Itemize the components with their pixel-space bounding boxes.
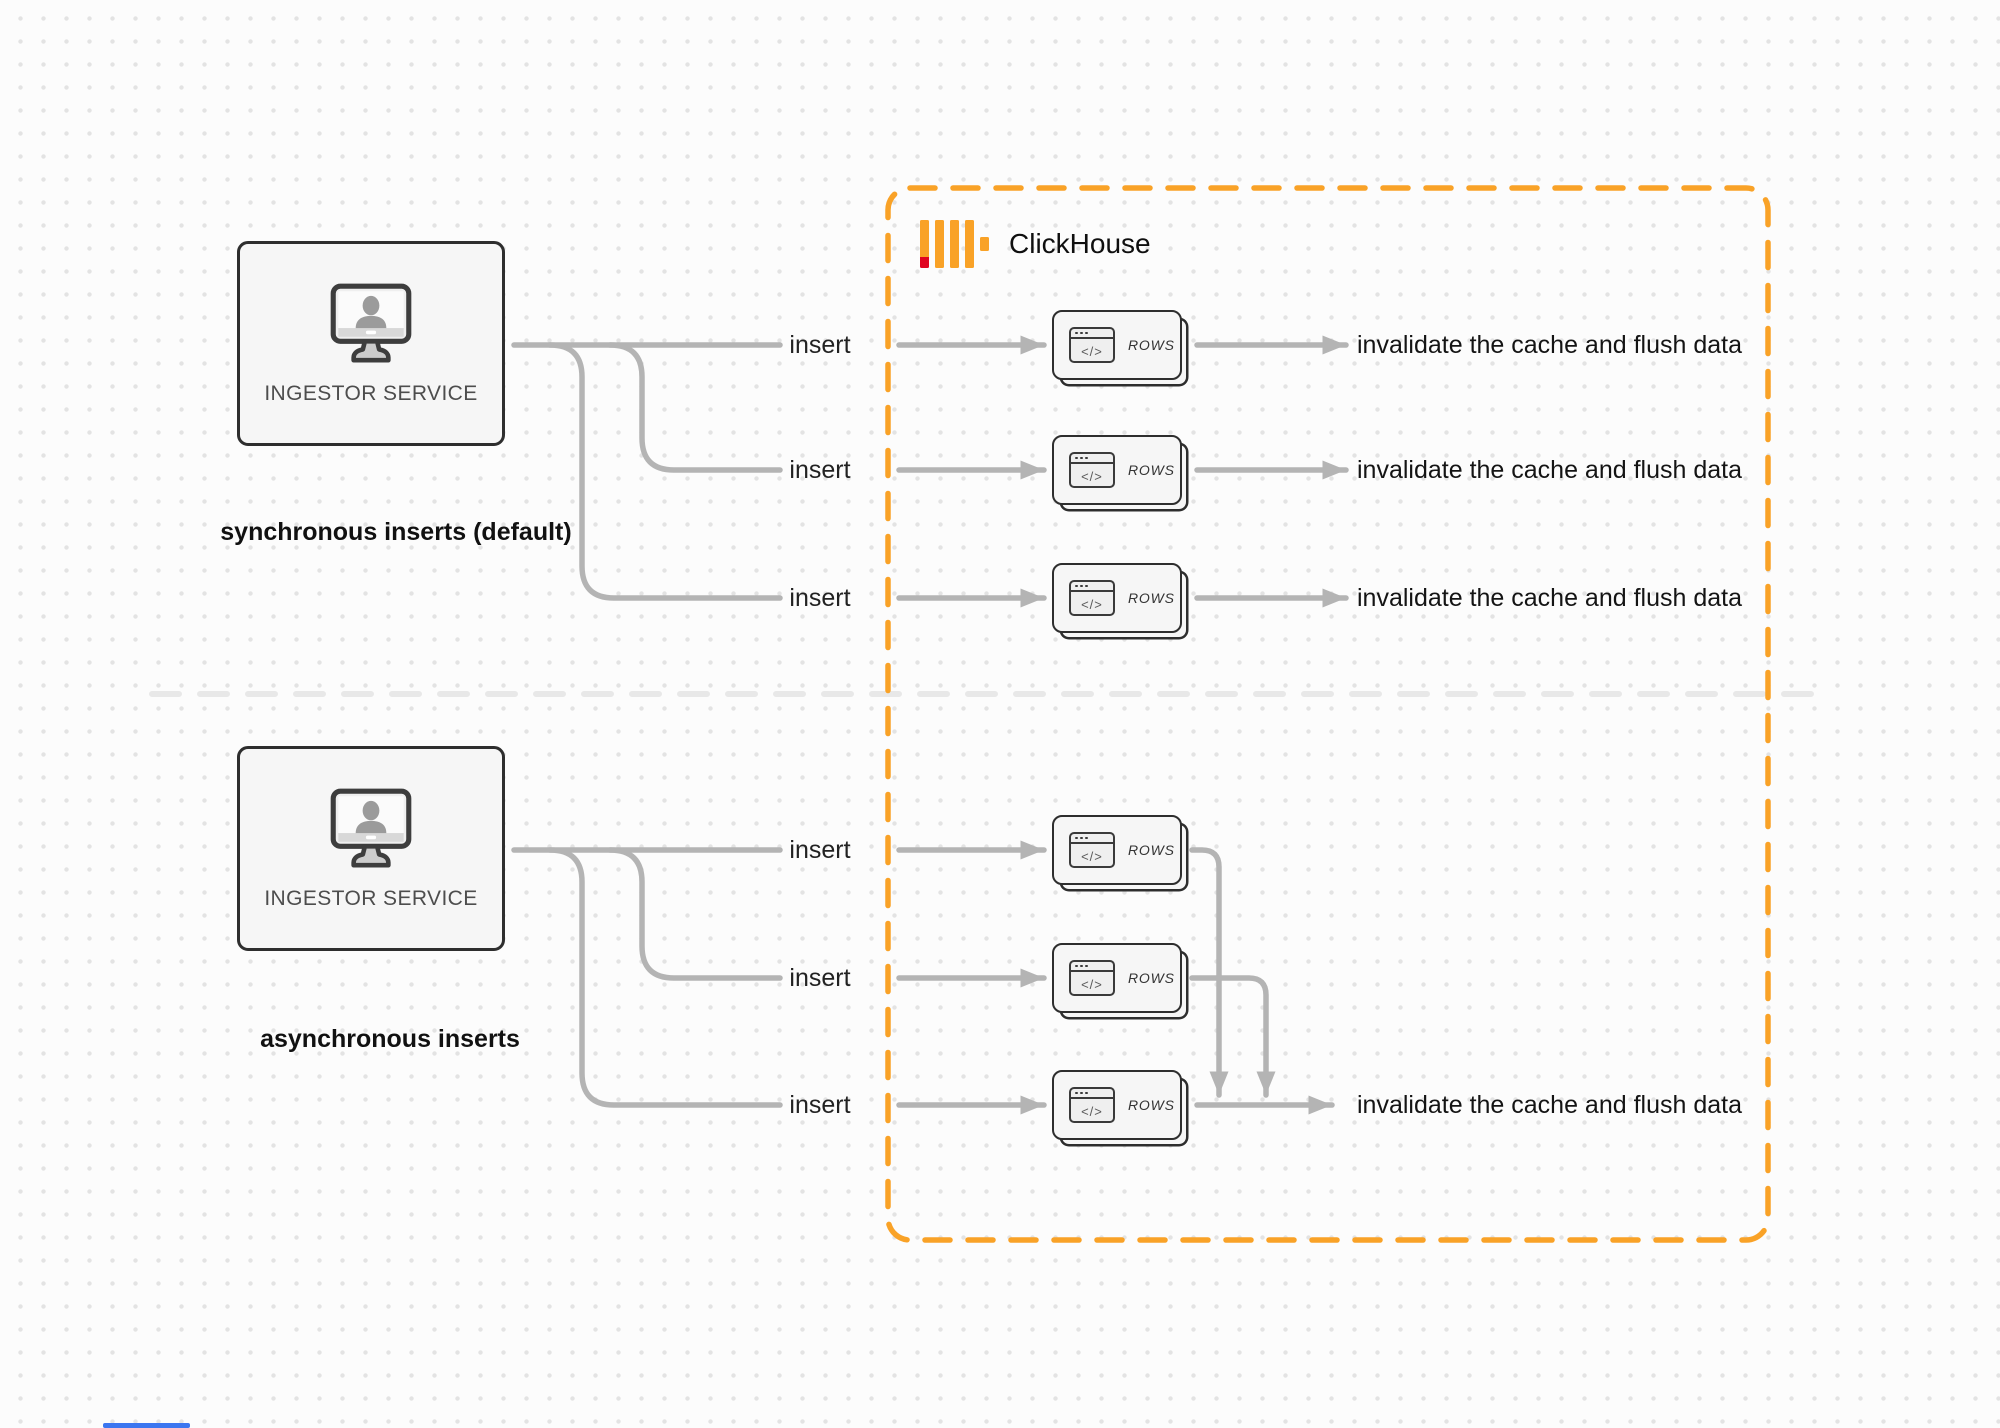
sync-connectors xyxy=(511,335,1349,608)
window-titlebar xyxy=(1071,582,1113,592)
rows-label: ROWS xyxy=(1128,842,1175,858)
sync-branch-row2 xyxy=(607,342,783,473)
sync-result-label-3: invalidate the cache and flush data xyxy=(1357,584,1742,612)
async-insert-label-3: insert xyxy=(789,1091,851,1119)
sync-ingestor-service-box: INGESTOR SERVICE xyxy=(237,241,505,446)
clickhouse-header: ClickHouse xyxy=(920,219,1151,269)
async-ingestor-service-box: INGESTOR SERVICE xyxy=(237,746,505,951)
async-branch-row2 xyxy=(607,847,783,981)
code-glyph: </> xyxy=(1081,1103,1103,1119)
clickhouse-title: ClickHouse xyxy=(1009,228,1151,259)
code-window-icon: </> xyxy=(1069,327,1115,363)
sync-rows-node-2: </> ROWS xyxy=(1052,435,1182,505)
async-drop-2 xyxy=(1189,975,1276,1098)
rows-label: ROWS xyxy=(1128,590,1175,606)
ingestor-service-label: INGESTOR SERVICE xyxy=(264,381,478,405)
logo-bar-4 xyxy=(965,220,974,268)
sync-insert-label-1: insert xyxy=(789,331,851,359)
user-monitor-icon xyxy=(330,788,412,868)
async-insert-label-2: insert xyxy=(789,964,851,992)
window-titlebar xyxy=(1071,962,1113,972)
rows-label: ROWS xyxy=(1128,462,1175,478)
async-rows-node-2: </> ROWS xyxy=(1052,943,1182,1013)
sync-insert-label-3: insert xyxy=(789,584,851,612)
code-glyph: </> xyxy=(1081,848,1103,864)
sync-result-label-1: invalidate the cache and flush data xyxy=(1357,331,1742,359)
code-glyph: </> xyxy=(1081,596,1103,612)
sync-insert-label-2: insert xyxy=(789,456,851,484)
code-window-icon: </> xyxy=(1069,580,1115,616)
sync-branch-row3 xyxy=(547,342,783,601)
async-rows-node-3: </> ROWS xyxy=(1052,1070,1182,1140)
window-titlebar xyxy=(1071,834,1113,844)
rows-label: ROWS xyxy=(1128,970,1175,986)
async-connectors xyxy=(511,840,1335,1115)
window-titlebar xyxy=(1071,454,1113,464)
rows-label: ROWS xyxy=(1128,337,1175,353)
logo-bar-1 xyxy=(920,220,929,268)
async-section-caption: asynchronous inserts xyxy=(260,1025,520,1053)
code-glyph: </> xyxy=(1081,343,1103,359)
code-window-icon: </> xyxy=(1069,960,1115,996)
async-rows-node-1: </> ROWS xyxy=(1052,815,1182,885)
window-titlebar xyxy=(1071,1089,1113,1099)
sync-rows-node-3: </> ROWS xyxy=(1052,563,1182,633)
clickhouse-boundary xyxy=(885,185,1771,1243)
clickhouse-logo-icon xyxy=(920,220,989,268)
window-titlebar xyxy=(1071,329,1113,339)
sync-section-caption: synchronous inserts (default) xyxy=(220,518,572,546)
logo-nub xyxy=(980,237,989,251)
code-glyph: </> xyxy=(1081,468,1103,484)
async-branch-row3 xyxy=(547,847,783,1108)
ingestor-service-label: INGESTOR SERVICE xyxy=(264,886,478,910)
async-insert-label-1: insert xyxy=(789,836,851,864)
rows-label: ROWS xyxy=(1128,1097,1175,1113)
code-window-icon: </> xyxy=(1069,1087,1115,1123)
code-window-icon: </> xyxy=(1069,832,1115,868)
async-result-label: invalidate the cache and flush data xyxy=(1357,1091,1742,1119)
user-monitor-icon xyxy=(330,283,412,363)
logo-bar-3 xyxy=(950,220,959,268)
async-drop-1 xyxy=(1189,847,1229,1098)
sync-rows-node-1: </> ROWS xyxy=(1052,310,1182,380)
sync-result-label-2: invalidate the cache and flush data xyxy=(1357,456,1742,484)
logo-bar-2 xyxy=(935,220,944,268)
bottom-blue-strip xyxy=(103,1423,190,1428)
code-window-icon: </> xyxy=(1069,452,1115,488)
code-glyph: </> xyxy=(1081,976,1103,992)
